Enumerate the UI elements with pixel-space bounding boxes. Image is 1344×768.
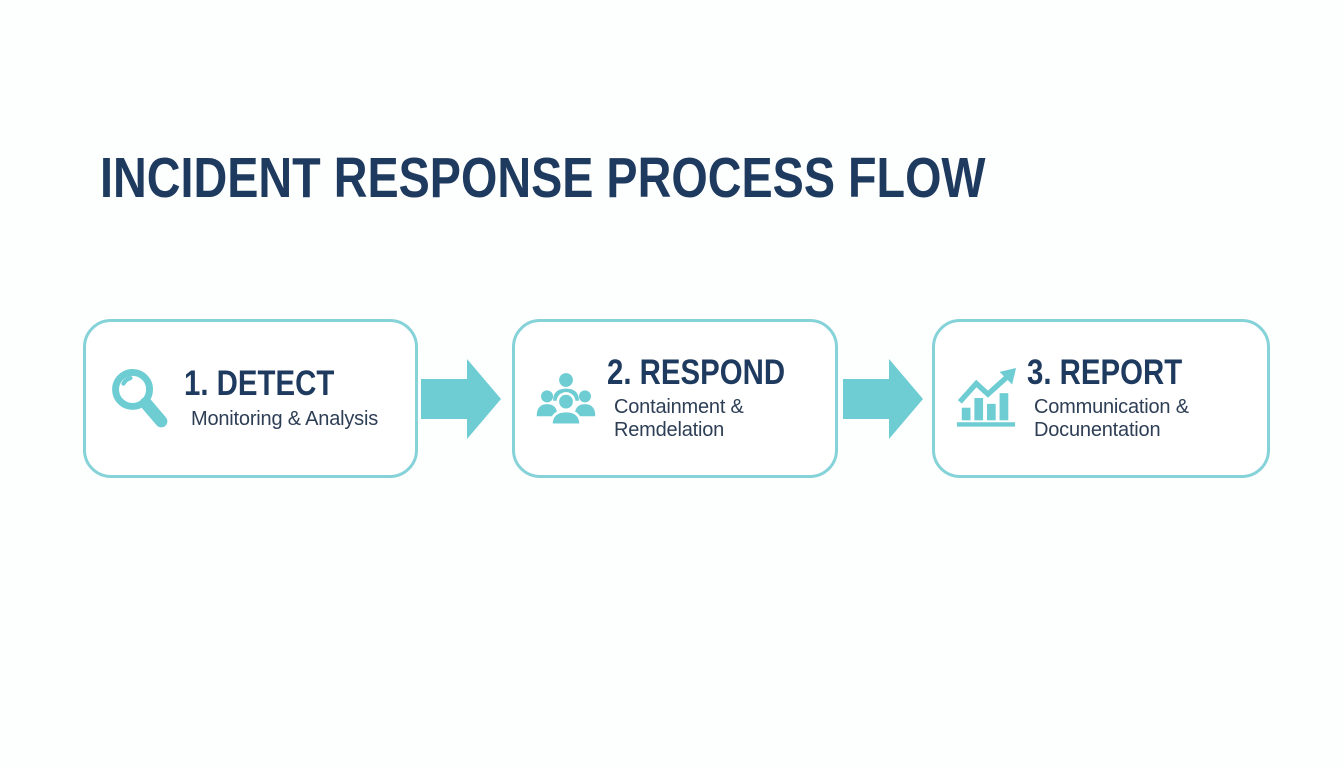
step-text-detect: 1. DETECT Monitoring & Analysis [184, 364, 378, 431]
step-text-respond: 2. RESPOND Containment & Remdelation [607, 352, 819, 443]
subtitle-line: Remdelation [614, 419, 725, 442]
subtitle-line: Monitoring & Analysis [191, 407, 379, 430]
step-subtitle-report: Communication & Docunentation [1034, 396, 1212, 442]
subtitle-line: Containment & [614, 396, 744, 419]
magnifier-icon [106, 365, 174, 433]
right-arrow-icon [843, 359, 923, 439]
step-box-detect: 1. DETECT Monitoring & Analysis [83, 319, 418, 478]
team-icon [535, 370, 597, 428]
step-title-report: 3. REPORT [1027, 352, 1183, 392]
step-box-respond: 2. RESPOND Containment & Remdelation [512, 319, 838, 478]
step-box-report: 3. REPORT Communication & Docunentation [932, 319, 1270, 478]
right-arrow-icon [421, 359, 501, 439]
page-title: INCIDENT RESPONSE PROCESS FLOW [100, 146, 986, 210]
step-subtitle-respond: Containment & Remdelation [614, 396, 819, 442]
step-title-respond: 2. RESPOND [607, 352, 786, 392]
bar-chart-icon [955, 367, 1017, 431]
step-subtitle-detect: Monitoring & Analysis [191, 408, 378, 431]
subtitle-line: Docunentation [1034, 419, 1161, 442]
step-text-report: 3. REPORT Communication & Docunentation [1027, 352, 1212, 443]
step-title-detect: 1. DETECT [184, 364, 335, 404]
subtitle-line: Communication & [1034, 396, 1189, 419]
